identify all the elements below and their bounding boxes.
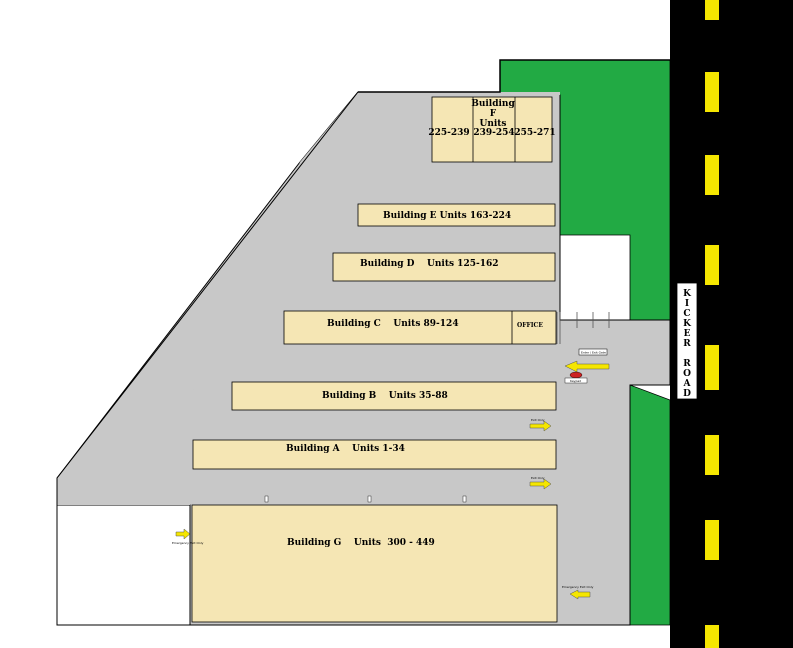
road-dash bbox=[705, 345, 719, 390]
road-letter: R bbox=[683, 359, 691, 369]
road-letter: I bbox=[685, 299, 689, 309]
road-name-sign bbox=[676, 282, 698, 400]
building-g-label: Building G Units 300 - 449 bbox=[287, 538, 435, 548]
building-f-title: Building bbox=[471, 99, 515, 109]
building-d[interactable] bbox=[332, 252, 556, 282]
building-f-units-label: Units bbox=[479, 119, 506, 129]
building-b-label: Building B Units 35-88 bbox=[322, 391, 448, 401]
lot-upper-fill bbox=[57, 92, 560, 478]
road-letter: C bbox=[683, 309, 690, 319]
road-letter: O bbox=[683, 369, 691, 379]
building-f-left-units: 225-239 bbox=[428, 128, 469, 138]
road-dash bbox=[705, 155, 719, 195]
gate-sign-label: Enter / Exit Gate bbox=[581, 351, 606, 355]
one-way-sign-2: Exit Only bbox=[531, 476, 545, 480]
arrow-icon bbox=[564, 360, 610, 373]
one-way-sign-1: Exit Only bbox=[531, 418, 545, 422]
arrow-icon bbox=[529, 420, 552, 432]
arrow-icon bbox=[529, 478, 552, 490]
gate-sign bbox=[578, 348, 608, 356]
building-e[interactable] bbox=[357, 203, 556, 227]
road-dash bbox=[705, 0, 719, 20]
road-dash bbox=[705, 435, 719, 475]
arrow-icon bbox=[569, 589, 591, 600]
road-letter: E bbox=[684, 329, 691, 339]
emergency-exit-left-label: Emergency Exit Only bbox=[172, 541, 204, 545]
dumpster-icon bbox=[367, 495, 372, 503]
dumpster-icon bbox=[264, 495, 269, 503]
building-c-label: Building C Units 89-124 bbox=[327, 319, 459, 329]
keypad-label: Keypad bbox=[570, 379, 581, 383]
road-dash bbox=[705, 625, 719, 648]
building-f[interactable] bbox=[431, 96, 553, 163]
fence-line bbox=[358, 59, 670, 93]
lot-outline bbox=[56, 91, 670, 626]
arrow-icon bbox=[175, 528, 191, 540]
building-c[interactable] bbox=[283, 310, 557, 345]
keypad-icon[interactable] bbox=[569, 371, 583, 379]
building-f-mid-units: 239-254 bbox=[473, 128, 514, 138]
road-letter: R bbox=[683, 339, 691, 349]
road-letter: K bbox=[683, 289, 692, 299]
building-a[interactable] bbox=[192, 439, 557, 470]
office-label: OFFICE bbox=[517, 322, 543, 329]
emergency-exit-right-label: Emergency Exit Only bbox=[562, 585, 594, 589]
building-b[interactable] bbox=[231, 381, 557, 411]
road-dash bbox=[705, 520, 719, 560]
road-dash bbox=[705, 72, 719, 112]
road-center-dashes bbox=[705, 0, 719, 648]
road-letter: A bbox=[683, 379, 692, 389]
parking-stripes bbox=[556, 312, 610, 344]
building-e-label: Building E Units 163-224 bbox=[383, 211, 511, 221]
road-letter: D bbox=[683, 389, 691, 399]
dumpster-icon bbox=[462, 495, 467, 503]
lot-left-edge bbox=[57, 478, 190, 505]
building-g[interactable] bbox=[191, 504, 558, 623]
building-a-label: Building A Units 1-34 bbox=[286, 444, 405, 454]
road-letter: K bbox=[683, 319, 692, 329]
building-f-letter: F bbox=[490, 109, 497, 119]
grass-area-south bbox=[629, 384, 671, 626]
road-dash bbox=[705, 245, 719, 285]
building-f-right-units: 255-271 bbox=[514, 128, 555, 138]
building-d-label: Building D Units 125-162 bbox=[360, 259, 499, 269]
keypad-sign bbox=[564, 377, 588, 384]
